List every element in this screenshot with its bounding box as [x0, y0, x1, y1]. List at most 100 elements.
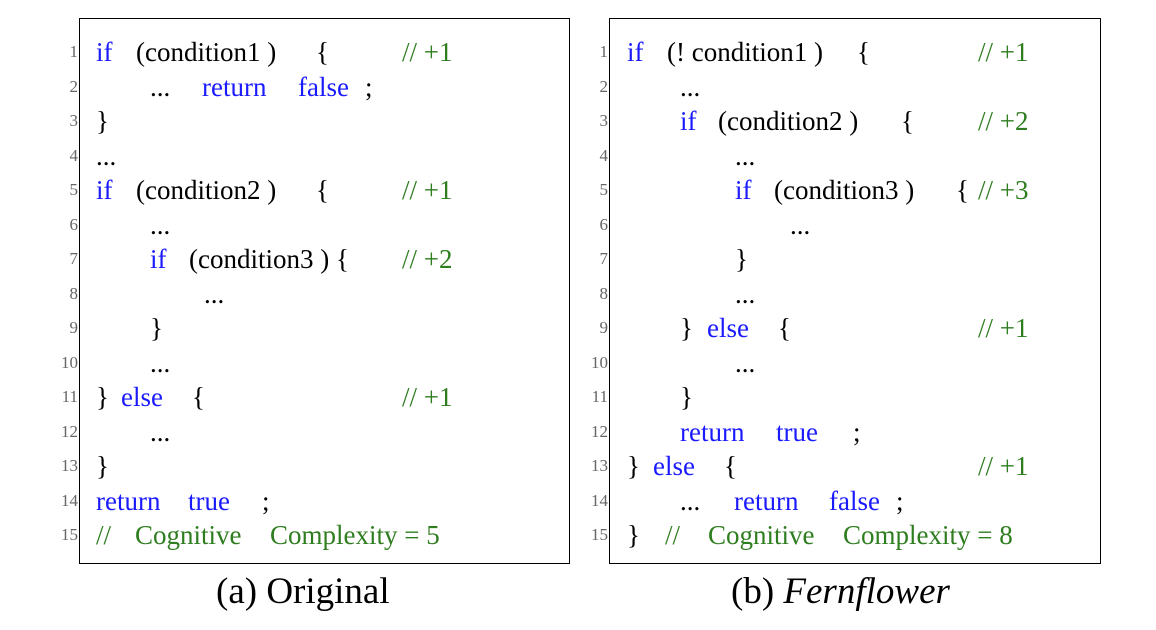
caption-title: Original	[266, 571, 390, 612]
line-number: 14	[61, 490, 78, 510]
code-token: }	[627, 451, 640, 481]
code-token: {	[316, 37, 329, 67]
code-box: if (! condition1 ) { // +1... if (condition2 …	[609, 18, 1101, 564]
code-token: ...	[680, 485, 701, 516]
code-token: (condition2 )	[136, 175, 277, 205]
line-number: 11	[61, 387, 78, 406]
line-number: 12	[61, 421, 78, 441]
keyword-token: if	[96, 175, 113, 205]
code-token: }	[150, 313, 163, 343]
code-token: ;	[262, 485, 270, 516]
comment-token: // +2	[402, 244, 453, 274]
code-token: ;	[365, 71, 373, 102]
keyword-token: true	[776, 416, 818, 447]
code-token: ...	[150, 416, 171, 447]
line-number: 13	[591, 456, 608, 475]
caption-original: (a) Original	[216, 570, 390, 613]
code-token: (condition2 )	[718, 106, 859, 136]
line-number: 5	[69, 180, 79, 199]
code-token: ...	[735, 140, 756, 171]
line-number: 9	[69, 318, 79, 337]
comment-token: // +1	[402, 382, 453, 412]
keyword-token: return	[680, 416, 745, 447]
keyword-token: if	[627, 37, 644, 67]
comment-token: Cognitive	[708, 520, 815, 550]
line-number: 13	[61, 456, 78, 475]
comment-token: Complexity = 5	[270, 520, 440, 550]
comment-token: // +1	[402, 175, 453, 205]
caption-label: (a)	[216, 571, 258, 612]
code-token: }	[735, 244, 748, 274]
comment-token: // +3	[978, 175, 1029, 205]
comment-token: Complexity = 8	[843, 520, 1013, 550]
code-token: }	[96, 451, 109, 481]
code-token: {	[901, 106, 914, 136]
caption-title: Fernflower	[783, 571, 950, 612]
caption-label: (b)	[731, 571, 775, 612]
code-token: {	[724, 451, 737, 481]
code-token: ...	[735, 278, 756, 309]
code-token: {	[192, 382, 205, 412]
code-token: (! condition1 )	[667, 37, 823, 67]
line-number: 3	[69, 111, 79, 130]
comment-token: // +1	[402, 37, 453, 67]
code-token: {	[956, 175, 969, 205]
comment-token: // +1	[978, 313, 1029, 343]
code-token: ...	[150, 347, 171, 378]
line-number: 4	[69, 145, 79, 165]
keyword-token: else	[121, 382, 163, 412]
line-number: 6	[69, 214, 79, 234]
code-token: ...	[735, 347, 756, 378]
code-token: (condition1 )	[136, 37, 277, 67]
line-number: 7	[599, 249, 609, 268]
code-token: ...	[204, 278, 225, 309]
line-number: 15	[591, 525, 608, 544]
line-number: 8	[599, 283, 609, 303]
code-token: ;	[896, 485, 904, 516]
line-number: 15	[61, 525, 78, 544]
code-token: }	[96, 382, 109, 412]
keyword-token: false	[829, 485, 880, 516]
code-token: }	[680, 313, 693, 343]
keyword-token: return	[96, 485, 161, 516]
comment-token: // +2	[978, 106, 1029, 136]
code-token: ...	[150, 209, 171, 240]
line-number: 2	[69, 76, 79, 96]
code-box: if (condition1 ) { // +1... return false;}...…	[79, 18, 570, 564]
line-number: 5	[599, 180, 609, 199]
line-number: 6	[599, 214, 609, 234]
code-token: ...	[680, 71, 701, 102]
code-token: }	[96, 106, 109, 136]
line-number: 1	[599, 42, 609, 61]
line-number: 10	[591, 352, 608, 372]
line-number: 1	[69, 42, 79, 61]
code-token: {	[857, 37, 870, 67]
comment-token: //	[665, 520, 681, 550]
line-number: 14	[591, 490, 608, 510]
code-token: ;	[853, 416, 861, 447]
comment-token: Cognitive	[135, 520, 242, 550]
line-number: 10	[61, 352, 78, 372]
code-token: }	[680, 382, 693, 412]
line-number: 3	[599, 111, 609, 130]
keyword-token: false	[298, 71, 349, 102]
keyword-token: return	[202, 71, 267, 102]
keyword-token: else	[653, 451, 695, 481]
code-token: }	[627, 520, 640, 550]
keyword-token: if	[735, 175, 752, 205]
line-number: 8	[69, 283, 79, 303]
keyword-token: if	[680, 106, 697, 136]
code-token: ...	[96, 140, 117, 171]
code-token: (condition3 ) {	[189, 244, 349, 274]
line-number: 7	[69, 249, 79, 268]
comment-token: // +1	[978, 451, 1029, 481]
keyword-token: return	[734, 485, 799, 516]
code-token: ...	[150, 71, 171, 102]
comment-token: // +1	[978, 37, 1029, 67]
keyword-token: if	[150, 244, 167, 274]
line-number: 4	[599, 145, 609, 165]
code-token: (condition3 )	[774, 175, 915, 205]
code-token: ...	[790, 209, 811, 240]
code-token: {	[778, 313, 791, 343]
line-number: 11	[591, 387, 608, 406]
